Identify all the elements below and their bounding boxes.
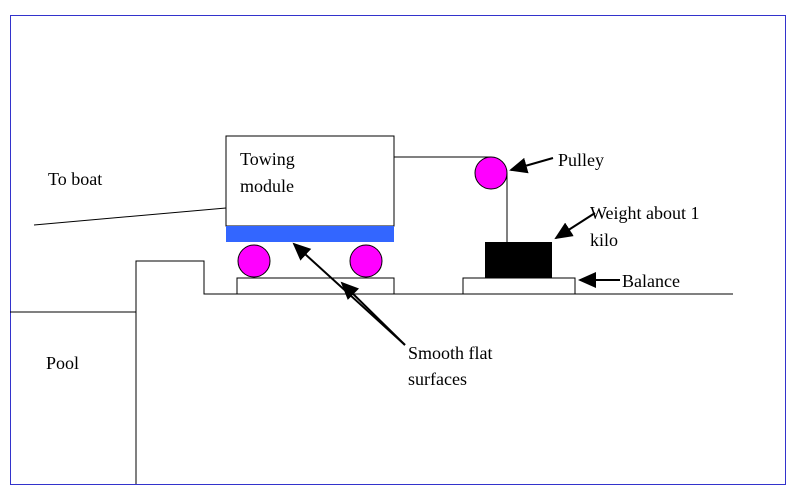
smooth-surface-left — [236, 277, 395, 295]
tow-line — [33, 207, 227, 226]
weight-block — [485, 242, 552, 278]
smooth-surfaces-label-1: Smooth flat — [408, 343, 493, 363]
towing-module-label-1: Towing — [240, 149, 295, 169]
balance-label: Balance — [622, 271, 680, 291]
wheel-right — [349, 244, 383, 278]
module-base-bar — [226, 226, 394, 242]
wheel-left — [237, 244, 271, 278]
weight-label-1: Weight about 1 — [590, 203, 700, 223]
pulley — [474, 156, 508, 190]
balance-platform — [462, 277, 576, 295]
pulley-label: Pulley — [558, 150, 605, 170]
smooth-arrow-2 — [340, 281, 406, 346]
smooth-surfaces-label-2: surfaces — [408, 369, 467, 389]
pool-edge-line — [10, 311, 137, 484]
weight-arrow — [554, 212, 596, 240]
to-boat-label: To boat — [48, 169, 103, 189]
pulley-arrow — [509, 157, 554, 174]
weight-label-2: kilo — [590, 230, 619, 250]
towing-module-box — [225, 135, 395, 227]
towing-module-label-2: module — [240, 176, 294, 196]
pool-label: Pool — [46, 353, 80, 373]
diagram-frame — [10, 15, 786, 485]
